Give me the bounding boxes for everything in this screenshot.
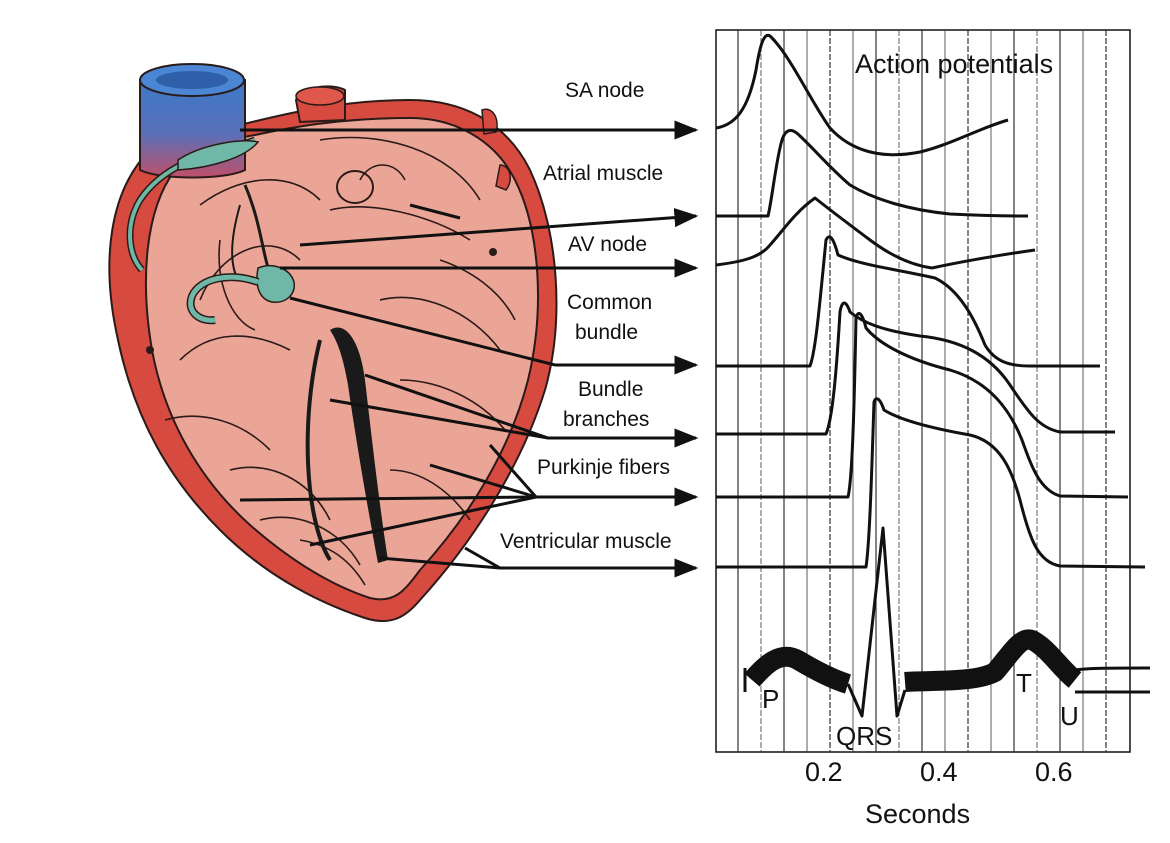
sketch-dot — [489, 248, 497, 256]
leader-purkinje-fibers-4 — [488, 444, 538, 498]
ecg-u-wave — [1074, 666, 1151, 694]
leader-ventricular-muscle-2 — [464, 546, 501, 570]
leader-bundle-branches-2 — [329, 398, 549, 440]
trace-ventricular-muscle — [716, 397, 1146, 569]
label-av-node: AV node — [568, 233, 647, 256]
label-ventricular-muscle: Ventricular muscle — [500, 530, 672, 553]
heart-sketch-lines — [164, 136, 516, 586]
chart-frame — [715, 29, 1131, 753]
label-sa-node: SA node — [565, 79, 644, 102]
label-purkinje-fibers: Purkinje fibers — [537, 456, 670, 479]
heart-cut-surface — [145, 116, 539, 601]
x-tick-0-6: 0.6 — [1035, 757, 1073, 787]
heart-illustration — [108, 63, 699, 623]
ecg-label-qrs: QRS — [836, 721, 892, 751]
label-common-bundle-line2: bundle — [575, 321, 638, 344]
label-common-bundle-line1: Common — [567, 291, 652, 314]
aorta-opening — [295, 86, 345, 106]
structure-labels: SA node Atrial muscle AV node Common bun… — [500, 79, 672, 553]
x-axis-label: Seconds — [865, 799, 970, 829]
label-bundle-branches-line1: Bundle — [578, 378, 643, 401]
coronary-sinus-fill — [188, 274, 259, 323]
ecg-label-t: T — [1016, 668, 1032, 698]
ecg-label-u: U — [1060, 701, 1079, 731]
trace-av-node — [715, 196, 1036, 270]
fossa-ovalis — [336, 170, 374, 204]
interventricular-septum — [330, 327, 388, 563]
label-atrial-muscle: Atrial muscle — [543, 162, 663, 185]
sa-node-shape — [177, 140, 260, 171]
ecg-st-t-wave — [904, 629, 1082, 692]
ecg-p-wave — [744, 646, 852, 694]
leader-common-bundle — [289, 296, 699, 375]
ecg-qrs-complex — [846, 526, 907, 718]
action-potential-traces — [715, 33, 1146, 569]
ecg-trace — [743, 526, 1151, 718]
trace-common-bundle — [716, 235, 1100, 368]
x-tick-0-4: 0.4 — [920, 757, 958, 787]
vessel-stub-right — [481, 108, 498, 135]
leader-purkinje-fibers-3 — [429, 463, 537, 499]
action-potential-chart: Action potentials P QRS T U 0.2 0.4 0.6 … — [715, 29, 1151, 829]
sketch-dot — [146, 346, 154, 354]
leader-atrial-muscle — [299, 208, 699, 247]
trace-bundle-branches — [716, 301, 1115, 436]
vena-cava-lumen — [156, 71, 228, 89]
ecg-label-p: P — [762, 684, 779, 714]
label-bundle-branches-line2: branches — [563, 408, 649, 431]
x-tick-0-2: 0.2 — [805, 757, 843, 787]
chart-title: Action potentials — [855, 49, 1053, 79]
leader-purkinje-fibers-2 — [309, 495, 537, 547]
av-node-shape — [256, 264, 295, 303]
vessel-stub-right-2 — [495, 164, 512, 191]
trace-atrial-muscle — [716, 129, 1029, 218]
leader-atrial-muscle-2 — [409, 203, 461, 220]
trace-purkinje-fibers — [716, 311, 1129, 499]
trace-sa-node — [715, 33, 1009, 157]
anatomy-leader-lines — [239, 120, 699, 578]
